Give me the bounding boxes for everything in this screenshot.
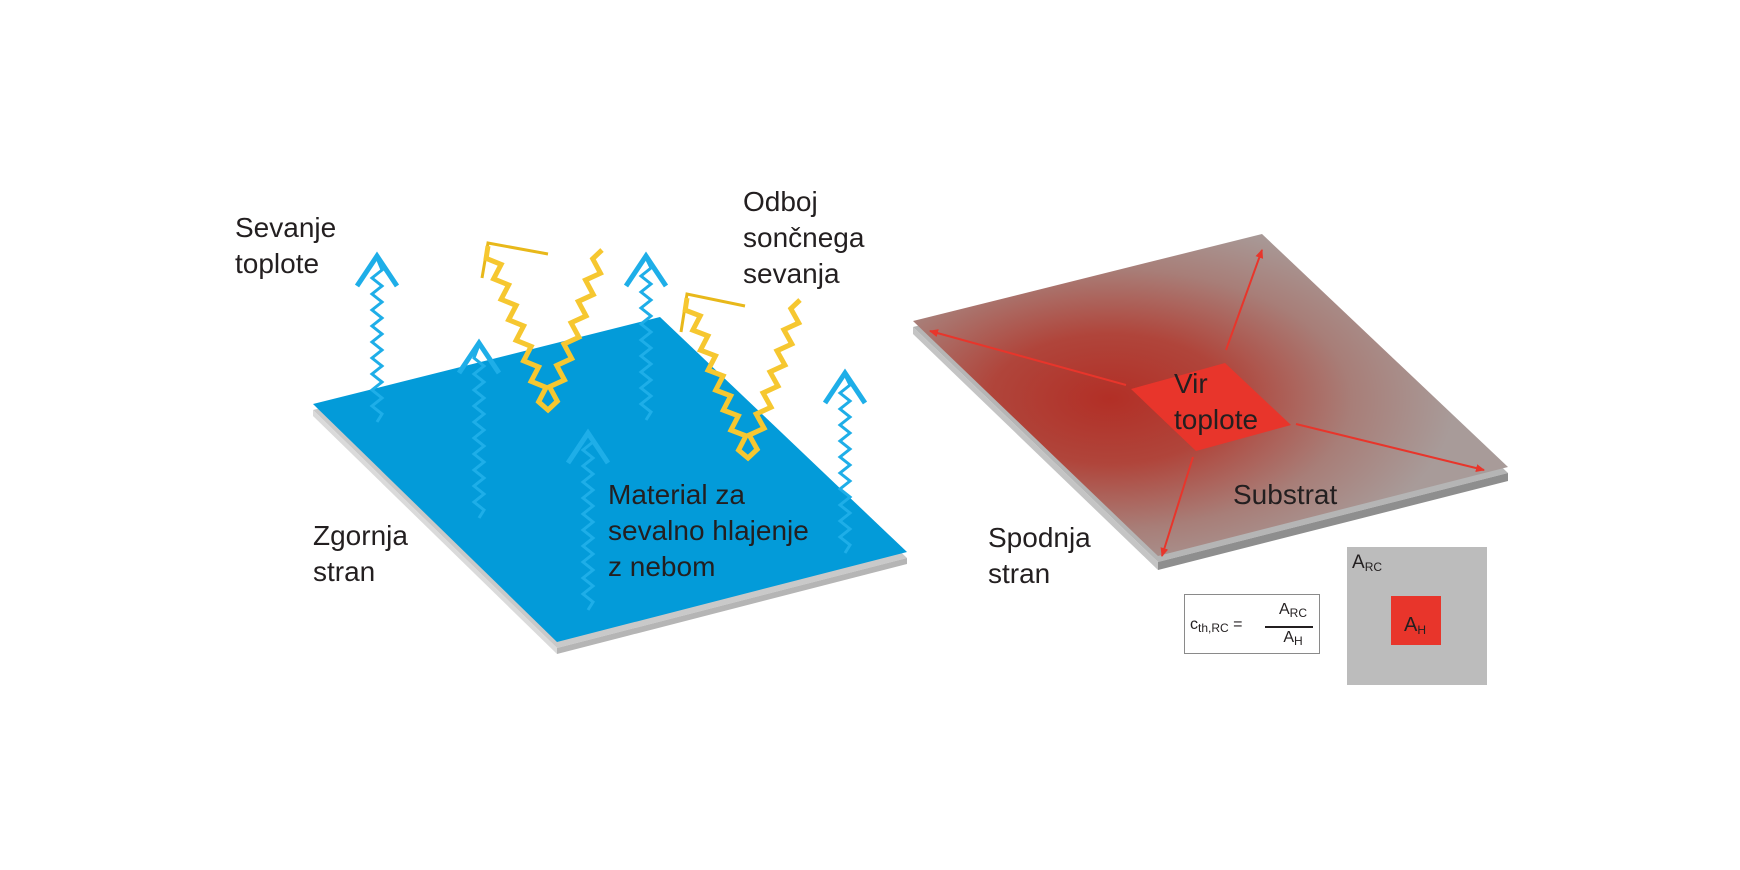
heat-arrow-head [822, 368, 868, 405]
heat-radiation-label: Sevanje toplote [235, 212, 337, 279]
top-side-label: Zgornja stran [313, 520, 408, 587]
spread-arrow-top [1225, 249, 1264, 351]
heat-arrow-1 [354, 251, 400, 423]
solar-reflection-rays [480, 241, 803, 462]
area-inner-box [1391, 596, 1441, 645]
spread-arrow-right [1295, 423, 1485, 472]
formula-denominator: AH [1283, 629, 1303, 648]
heat-arrow-4 [565, 428, 611, 611]
spread-arrow-left [929, 329, 1127, 386]
coverage-ratio-formula: cth,RC = ARC AH [1184, 594, 1320, 654]
spread-arrow-bottom [1160, 456, 1194, 557]
bottom-side-label: Spodnja stran [988, 522, 1091, 589]
solar-ray-1 [480, 241, 604, 414]
heat-source-label: Vir toplote [1174, 368, 1259, 435]
fraction-bar [1265, 626, 1313, 628]
heat-spread-arrows [929, 249, 1485, 557]
area-h-label: AH [1404, 614, 1427, 637]
material-label: Material za sevalno hlajenje z nebom [608, 479, 809, 582]
heat-arrow-head [623, 251, 669, 288]
formula-lhs: cth,RC = [1190, 616, 1243, 635]
heat-source-square [1131, 363, 1291, 451]
substrate-label: Substrat [1233, 479, 1338, 510]
heat-arrow-5 [822, 368, 868, 554]
heat-radiation-arrows [354, 251, 868, 611]
heat-arrow-3 [623, 251, 669, 421]
area-rc-label: ARC [1352, 552, 1383, 574]
heat-arrow-head [565, 428, 611, 465]
solar-reflection-label: Odboj sončnega sevanja [743, 186, 865, 289]
heat-arrow-head [456, 338, 502, 375]
solar-ray-2 [679, 292, 803, 462]
formula-numerator: ARC [1278, 601, 1307, 620]
heat-arrow-head [354, 251, 400, 288]
heat-arrow-2 [456, 338, 502, 519]
cooling-material-plate [313, 317, 907, 654]
